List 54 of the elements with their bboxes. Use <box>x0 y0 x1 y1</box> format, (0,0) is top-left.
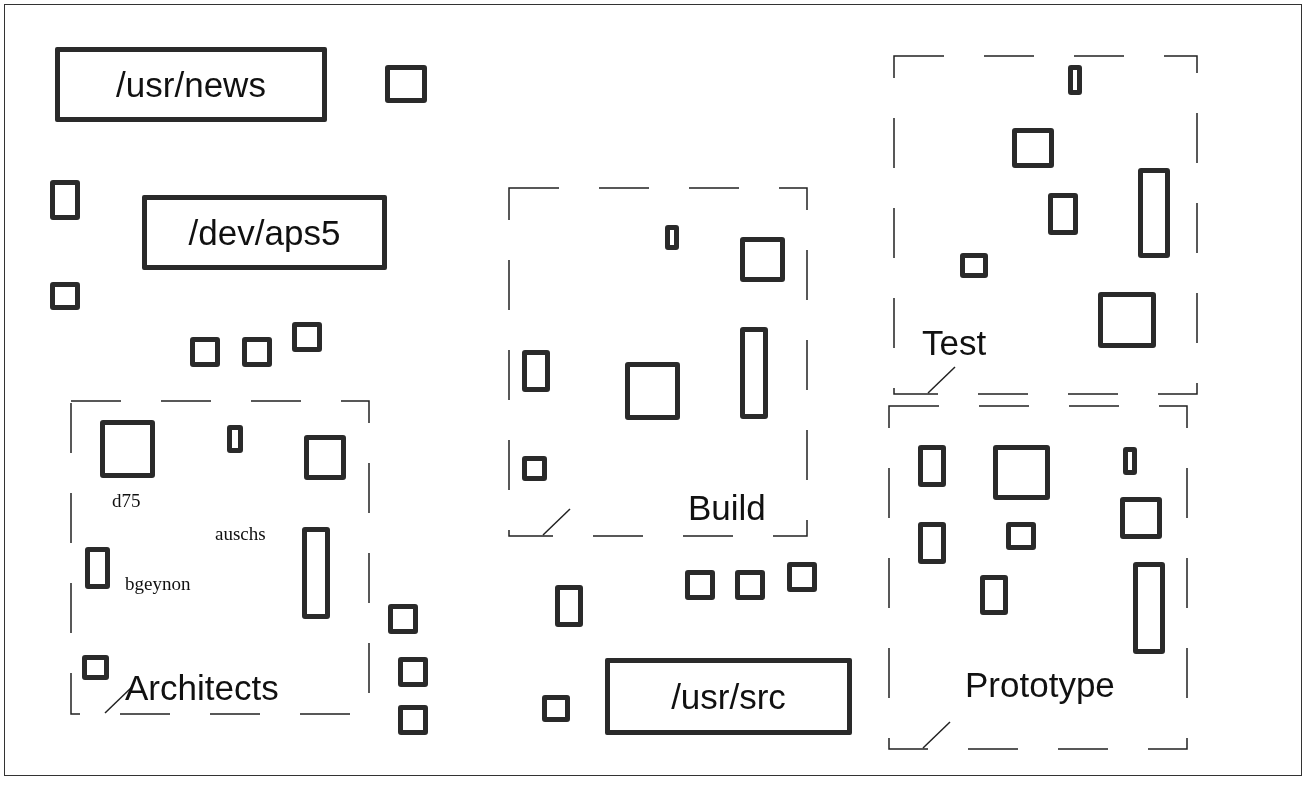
empty-box <box>1048 193 1078 235</box>
empty-box <box>388 604 418 634</box>
empty-box <box>1123 447 1137 475</box>
dashed-group-frame <box>508 187 808 537</box>
empty-box <box>787 562 817 592</box>
empty-box <box>522 350 550 392</box>
dashed-group-frame <box>70 400 370 715</box>
empty-box <box>50 282 80 310</box>
empty-box <box>82 655 109 680</box>
empty-box <box>555 585 583 627</box>
box-caption: auschs <box>215 523 266 545</box>
empty-box <box>735 570 765 600</box>
empty-box <box>980 575 1008 615</box>
empty-box <box>993 445 1050 500</box>
empty-box <box>1068 65 1082 95</box>
device-box: /dev/aps5 <box>142 195 387 270</box>
group-title: Prototype <box>965 665 1115 705</box>
empty-box <box>292 322 322 352</box>
empty-box <box>1006 522 1036 550</box>
empty-box <box>1133 562 1165 654</box>
empty-box <box>85 547 110 589</box>
empty-box <box>625 362 680 420</box>
dashed-group-frame <box>888 405 1188 750</box>
empty-box <box>740 237 785 282</box>
group-title: Architects <box>125 668 279 708</box>
empty-box <box>918 445 946 487</box>
empty-box <box>50 180 80 220</box>
empty-box <box>960 253 988 278</box>
device-box: /usr/news <box>55 47 327 122</box>
empty-box <box>1098 292 1156 348</box>
empty-box <box>190 337 220 367</box>
dashed-group-frame <box>893 55 1198 395</box>
empty-box <box>1012 128 1054 168</box>
empty-box <box>685 570 715 600</box>
empty-box <box>918 522 946 564</box>
empty-box <box>1120 497 1162 539</box>
device-box: /usr/src <box>605 658 852 735</box>
box-caption: bgeynon <box>125 573 191 595</box>
empty-box <box>302 527 330 619</box>
empty-box <box>304 435 346 480</box>
empty-box <box>665 225 679 250</box>
empty-box <box>740 327 768 419</box>
empty-box <box>385 65 427 103</box>
empty-box <box>398 657 428 687</box>
empty-box <box>398 705 428 735</box>
box-caption: d75 <box>112 490 141 512</box>
group-title: Build <box>688 488 766 528</box>
empty-box <box>242 337 272 367</box>
empty-box <box>522 456 547 481</box>
group-title: Test <box>922 323 987 363</box>
empty-box <box>1138 168 1170 258</box>
empty-box <box>100 420 155 478</box>
empty-box <box>542 695 570 722</box>
empty-box <box>227 425 243 453</box>
